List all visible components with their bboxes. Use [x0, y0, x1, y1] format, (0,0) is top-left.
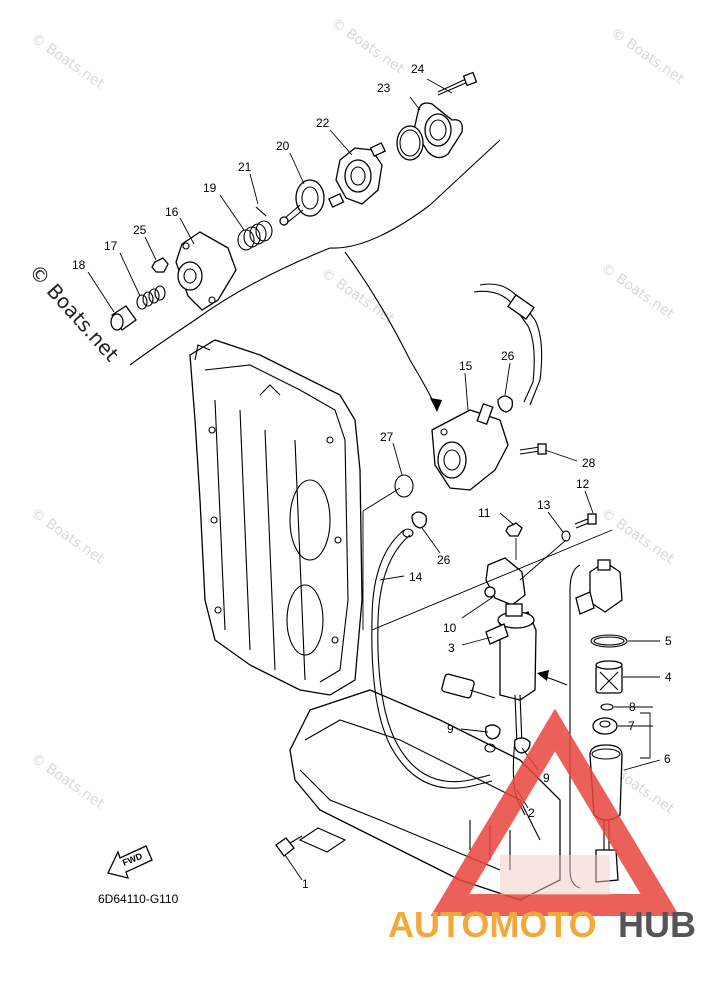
part-9-clamp: [513, 737, 531, 754]
part-label-20: 20: [276, 139, 290, 153]
part-label-2: 2: [528, 806, 535, 820]
fwd-arrow-icon: FWD: [107, 845, 153, 879]
part-label-26: 26: [501, 349, 515, 363]
detail-arrow-line: [344, 251, 436, 406]
hose-joint: [507, 294, 535, 320]
part-20-thermostat: [279, 179, 325, 226]
part-label-18: 18: [72, 258, 86, 272]
part-14-hose: [377, 534, 491, 783]
part-15-fuel-pump: [431, 402, 509, 491]
part-label-21: 21: [238, 160, 252, 174]
part-label-9: 9: [447, 722, 454, 736]
part-label-4: 4: [665, 670, 672, 684]
part-10-bracket: [484, 557, 526, 606]
arrow-head-icon: [537, 670, 549, 681]
watermark: © Boats.net: [328, 15, 408, 77]
connector-plug: [441, 673, 496, 699]
part-label-3: 3: [448, 641, 455, 655]
part-7-float: [592, 717, 618, 735]
hose-end: [402, 528, 414, 538]
part-label-12: 12: [576, 477, 590, 491]
arrow-head-icon: [430, 398, 442, 412]
watermark: © Boats.net: [318, 265, 398, 327]
part-5-o-ring-inner: [593, 636, 625, 646]
part-25-nut: [151, 257, 169, 273]
part-8-ring: [600, 703, 614, 711]
part-12-bolt: [574, 513, 597, 529]
watermark: © Boats.net: [598, 260, 678, 322]
part-4-filter-element: [595, 660, 623, 694]
part-28-bolt: [519, 443, 547, 455]
watermark-large: © Boats.net: [24, 259, 124, 366]
part-label-24: 24: [411, 62, 425, 76]
logo-triangle-icon: [430, 708, 680, 916]
watermark: © Boats.net: [28, 30, 108, 92]
leader-lines: [87, 78, 661, 881]
part-label-11: 11: [478, 506, 491, 520]
part-26-clip: [497, 395, 514, 413]
filter-cap: [575, 559, 623, 615]
automotohub-logo: AUTOMOTO HUB: [388, 708, 696, 945]
part-24-bolt: [437, 71, 478, 96]
part-label-17: 17: [104, 239, 118, 253]
cylinder-head-block: [189, 339, 363, 696]
part-9-clamp: [484, 724, 501, 740]
part-label-15: 15: [459, 359, 473, 373]
part-16-cover: [175, 231, 237, 311]
part-18-plunger: [110, 305, 137, 331]
part-label-28: 28: [582, 456, 596, 470]
gasket-disc: [396, 125, 424, 161]
part-26-clip: [411, 511, 428, 529]
upper-hose: [479, 283, 543, 406]
part-label-16: 16: [165, 205, 179, 219]
brand-text-hub: HUB: [618, 904, 696, 945]
part-19-spring: [237, 220, 273, 251]
part-13-washer: [561, 530, 571, 542]
part-label-8: 8: [629, 700, 636, 714]
watermark: © Boats.net: [608, 25, 688, 87]
part-label-14: 14: [409, 570, 423, 584]
part-21-pin: [255, 206, 267, 217]
part-22-thermostat-housing: [328, 142, 386, 208]
part-14-hose-edge: [371, 529, 493, 789]
watermark: © Boats.net: [28, 505, 108, 567]
part-27-o-ring: [394, 474, 414, 498]
part-11-nut: [505, 522, 523, 537]
part-label-6: 6: [664, 752, 671, 766]
part-label-5: 5: [665, 634, 672, 648]
part-23-cover: [413, 102, 463, 159]
filter-detail-bracket: [569, 564, 581, 889]
watermark: © Boats.net: [598, 505, 678, 567]
upper-hose-edge: [473, 290, 535, 403]
part-label-19: 19: [203, 181, 217, 195]
part-label-1: 1: [302, 877, 309, 891]
detail-bracket-line: [129, 139, 501, 366]
part-17-spring: [136, 285, 166, 310]
part-1-fitting: [275, 835, 303, 857]
logo-triangle-fill: [500, 855, 610, 895]
part-label-10: 10: [443, 621, 457, 635]
part-3-fuel-filter: [485, 603, 537, 746]
part-label-22: 22: [316, 116, 330, 130]
diagram-code: 6D64110-G110: [98, 892, 179, 906]
part-label-25: 25: [133, 223, 147, 237]
part-number-labels: 1 2 3 4 5 6 7 8 9 9 10 11 12 13 14 15 16…: [72, 62, 672, 891]
part-5-o-ring: [590, 634, 628, 648]
part-label-26b: 26: [437, 553, 451, 567]
brand-text-automoto: AUTOMOTO: [388, 904, 597, 945]
part-label-7: 7: [628, 719, 635, 733]
part-label-27: 27: [380, 430, 394, 444]
part-label-23: 23: [377, 81, 391, 95]
part-label-13: 13: [537, 498, 551, 512]
hose-end: [484, 743, 496, 753]
part-label-9b: 9: [543, 771, 550, 785]
watermark: © Boats.net: [28, 750, 108, 812]
